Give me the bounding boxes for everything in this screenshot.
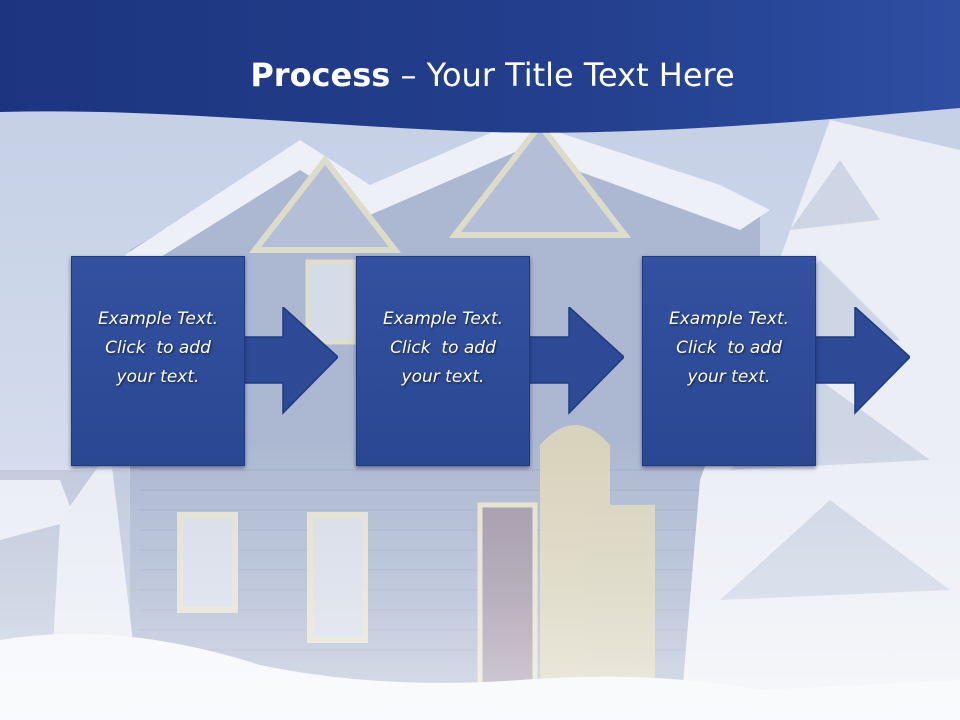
process-step-1[interactable]: Example Text. Click to add your text. — [71, 256, 245, 466]
step-text: Example Text. Click to add your text. — [98, 305, 218, 392]
step-line: Example Text. — [382, 308, 504, 329]
process-step-3[interactable]: Example Text. Click to add your text. — [642, 256, 816, 466]
process-step-2[interactable]: Example Text. Click to add your text. — [356, 256, 530, 466]
step-text: Example Text. Click to add your text. — [669, 305, 789, 392]
right-arrow-icon — [238, 307, 338, 415]
step-line: Click to add — [105, 337, 211, 358]
step-line: Click to add — [390, 337, 496, 358]
step-line: your text. — [687, 366, 771, 387]
step-line: Example Text. — [97, 308, 219, 329]
step-line: Example Text. — [668, 308, 790, 329]
title-rest: – Your Title Text Here — [390, 56, 735, 94]
right-arrow-icon — [524, 307, 624, 415]
slide-title[interactable]: Process – Your Title Text Here — [0, 52, 960, 98]
title-bold: Process — [250, 56, 391, 94]
right-arrow-icon — [810, 307, 910, 415]
step-line: your text. — [116, 366, 200, 387]
step-line: Click to add — [676, 337, 782, 358]
step-text: Example Text. Click to add your text. — [383, 305, 503, 392]
step-line: your text. — [401, 366, 485, 387]
